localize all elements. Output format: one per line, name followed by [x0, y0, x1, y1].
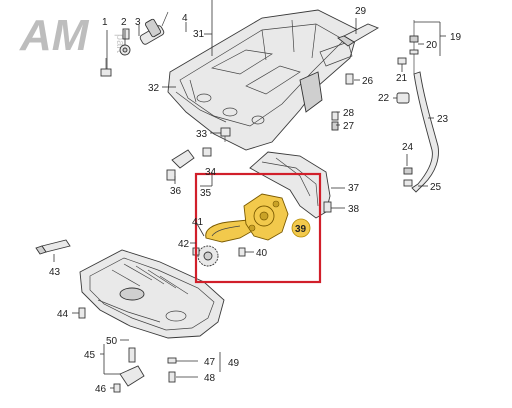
callout-20: 20 [426, 40, 438, 51]
oil-pump [205, 193, 289, 243]
upper-oil-pan [167, 9, 359, 151]
callout-46: 46 [95, 384, 107, 395]
callout-24: 24 [402, 142, 414, 153]
callout-49: 49 [228, 358, 240, 369]
callout-26: 26 [362, 76, 374, 87]
callout-23: 23 [437, 114, 449, 125]
callout-1: 1 [102, 17, 108, 28]
callout-37: 37 [348, 183, 360, 194]
callout-4: 4 [182, 13, 188, 24]
callout-41: 41 [192, 217, 204, 228]
callout-42: 42 [178, 239, 190, 250]
callout-38: 38 [348, 204, 360, 215]
callout-22: 22 [378, 93, 390, 104]
callout-19: 19 [450, 32, 462, 43]
sensor-assembly [100, 11, 169, 77]
callout-34: 34 [205, 167, 217, 178]
callout-44: 44 [57, 309, 69, 320]
bolts-mid-left [166, 127, 231, 181]
highlight-box [194, 172, 322, 284]
callout-labels: 1 2 3 4 19 20 21 22 23 24 25 26 27 28 29… [49, 6, 462, 395]
callout-2: 2 [121, 17, 127, 28]
logo-text: AM [19, 11, 90, 60]
callout-28: 28 [343, 108, 355, 119]
sealant-tube-top [337, 23, 380, 47]
callout-33: 33 [196, 129, 208, 140]
callout-50: 50 [106, 336, 118, 347]
baffle-plate [249, 151, 332, 219]
dipstick-tube [396, 20, 439, 193]
callout-36: 36 [170, 186, 182, 197]
callout-27: 27 [343, 121, 355, 132]
callout-21: 21 [396, 73, 408, 84]
bolts-upper-right [331, 73, 354, 131]
callout-35: 35 [200, 188, 212, 199]
callout-40: 40 [256, 248, 268, 259]
callout-29: 29 [355, 6, 367, 17]
sealant-tube-bottom [35, 239, 71, 255]
highlight-badge [291, 218, 311, 238]
callout-3: 3 [135, 17, 141, 28]
brand-logo: AM part [19, 11, 126, 60]
callout-32: 32 [148, 83, 160, 94]
drain-components [78, 307, 177, 393]
pump-sprocket [192, 245, 246, 267]
callout-43: 43 [49, 267, 61, 278]
callout-39: 39 [295, 224, 307, 235]
callout-31: 31 [193, 29, 205, 40]
callout-45: 45 [84, 350, 96, 361]
callout-25: 25 [430, 182, 442, 193]
leader-lines [53, 0, 446, 389]
callout-47: 47 [204, 357, 216, 368]
lower-oil-pan [79, 249, 225, 339]
callout-48: 48 [204, 373, 216, 384]
